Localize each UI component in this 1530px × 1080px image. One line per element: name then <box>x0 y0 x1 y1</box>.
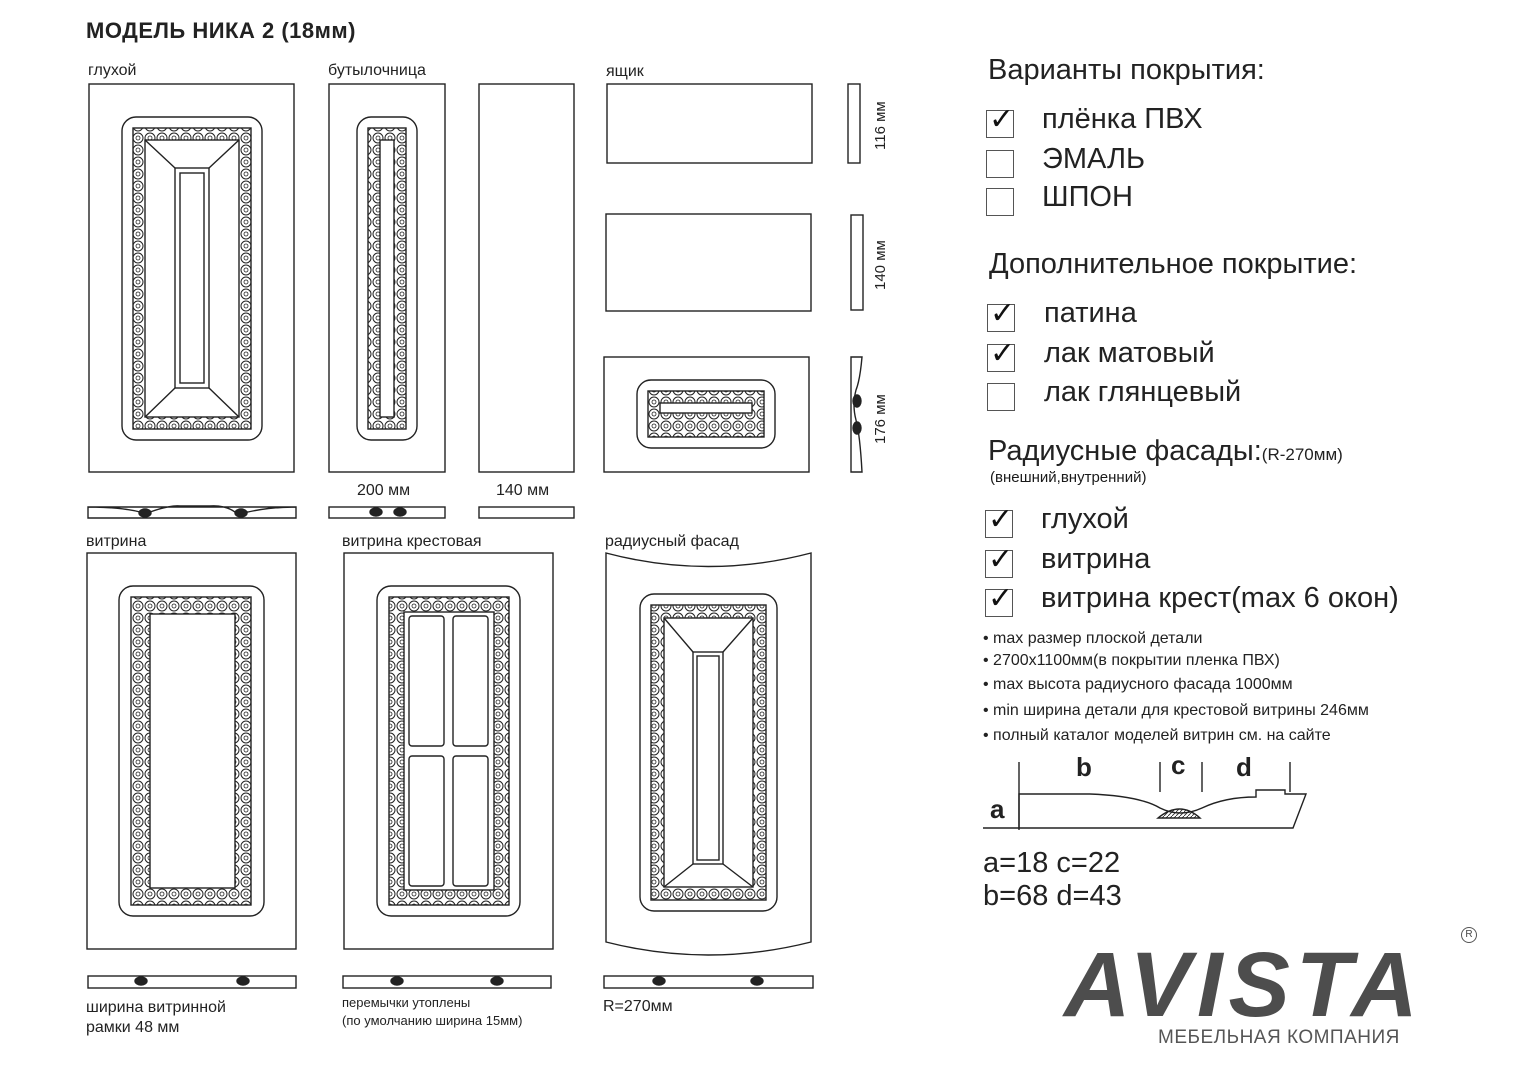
formula-line2: b=68 d=43 <box>983 880 1122 912</box>
note-text: 2700х1100мм(в покрытии пленка ПВХ) <box>993 652 1280 669</box>
bullet-icon: • <box>983 727 994 744</box>
option-label-radius-1: витрина <box>1041 543 1151 575</box>
option-label-coating-2: ШПОН <box>1042 181 1133 213</box>
label-gluhoy: глухой <box>88 62 137 79</box>
note-vitrina-line1: ширина витринной <box>86 999 226 1016</box>
drawing-drawer-176 <box>603 356 810 473</box>
checkbox-coating-1[interactable] <box>986 150 1014 178</box>
avista-logo: AVISTA <box>1064 935 1424 1035</box>
check-icon: ✓ <box>988 542 1014 577</box>
note-radius: R=270мм <box>603 998 673 1015</box>
checkbox-radius-1[interactable]: ✓ <box>985 545 1013 578</box>
checkbox-radius-0[interactable]: ✓ <box>985 505 1013 538</box>
bullet-icon: • <box>983 676 994 693</box>
radius-heading: Радиусные фасады:(R-270мм) <box>988 435 1343 468</box>
note-vitrina-line2: рамки 48 мм <box>86 1019 180 1036</box>
profile-drawer-116 <box>847 83 861 164</box>
check-icon: ✓ <box>989 102 1015 137</box>
check-icon: ✓ <box>990 336 1016 371</box>
note-krest-line1: перемычки утоплены <box>342 995 471 1010</box>
bullet-icon: • <box>983 652 994 669</box>
label-yaschik: ящик <box>606 63 644 80</box>
bullet-icon: • <box>983 630 994 647</box>
label-radius-fasad: радиусный фасад <box>605 533 739 550</box>
note-item: • max высота радиусного фасада 1000мм <box>983 676 1293 694</box>
profile-gluhoy <box>87 505 297 519</box>
drawing-vitrina <box>86 552 297 950</box>
profile-vitrina <box>87 975 297 989</box>
note-text: min ширина детали для крестовой витрины … <box>993 702 1369 719</box>
option-label-radius-0: глухой <box>1041 503 1129 535</box>
coating-heading: Варианты покрытия: <box>988 54 1265 86</box>
profile-letter-c: c <box>1171 750 1186 780</box>
note-item: • min ширина детали для крестовой витрин… <box>983 702 1369 720</box>
option-label-extra-2: лак глянцевый <box>1044 376 1242 408</box>
radius-subheading: (внешний,внутренний) <box>990 469 1147 486</box>
label-vitrina-krest: витрина крестовая <box>342 533 482 550</box>
logo-subtitle: МЕБЕЛЬНАЯ КОМПАНИЯ <box>1158 1027 1400 1048</box>
note-item: • полный каталог моделей витрин см. на с… <box>983 727 1331 745</box>
note-text: полный каталог моделей витрин см. на сай… <box>993 727 1331 744</box>
drawing-vitrina-krest <box>343 552 554 950</box>
radius-heading-text: Радиусные фасады: <box>988 435 1262 467</box>
page-title: МОДЕЛЬ НИКА 2 (18мм) <box>86 18 357 43</box>
note-text: max высота радиусного фасада 1000мм <box>993 676 1293 693</box>
radius-heading-suffix: (R-270мм) <box>1261 445 1343 464</box>
drawing-gluhoy <box>88 83 295 473</box>
profile-drawer-176 <box>850 356 863 473</box>
label-butylochnitsa: бутылочница <box>328 62 426 79</box>
drawing-drawer-116 <box>606 83 813 164</box>
extra-coating-heading: Дополнительное покрытие: <box>989 248 1358 280</box>
profile-butylochnitsa <box>328 506 446 519</box>
dimension-140: 140 мм <box>496 482 550 499</box>
note-text: max размер плоской детали <box>993 630 1203 647</box>
checkbox-coating-0[interactable]: ✓ <box>986 105 1014 138</box>
drawing-plain-140 <box>478 83 575 473</box>
checkbox-extra-0[interactable]: ✓ <box>987 299 1015 332</box>
logo-wordmark: AVISTA <box>1064 934 1424 1036</box>
profile-plain-140 <box>478 506 575 519</box>
option-label-extra-1: лак матовый <box>1044 337 1215 369</box>
profile-letter-a: a <box>990 794 1005 824</box>
checkbox-coating-2[interactable] <box>986 188 1014 216</box>
label-vitrina: витрина <box>86 533 147 550</box>
drawing-radius-fasad <box>605 552 812 956</box>
formula-line1: a=18 c=22 <box>983 847 1121 879</box>
profile-letter-d: d <box>1236 752 1252 782</box>
option-label-radius-2: витрина крест(max 6 окон) <box>1041 582 1399 614</box>
check-icon: ✓ <box>990 296 1016 331</box>
profile-drawer-140 <box>850 214 864 311</box>
option-label-coating-0: плёнка ПВХ <box>1042 103 1203 135</box>
drawing-drawer-140 <box>605 213 812 312</box>
check-icon: ✓ <box>988 581 1014 616</box>
profile-radius-fasad <box>603 975 814 989</box>
bullet-icon: • <box>983 702 994 719</box>
checkbox-radius-2[interactable]: ✓ <box>985 584 1013 617</box>
registered-mark: R <box>1461 927 1477 943</box>
drawing-butylochnitsa <box>328 83 446 473</box>
option-label-coating-1: ЭМАЛЬ <box>1042 143 1146 175</box>
checkbox-extra-1[interactable]: ✓ <box>987 339 1015 372</box>
option-label-extra-0: патина <box>1044 297 1137 329</box>
profile-letter-b: b <box>1076 752 1092 782</box>
profile-section-diagram <box>983 762 1308 830</box>
note-item: • 2700х1100мм(в покрытии пленка ПВХ) <box>983 652 1280 670</box>
profile-vitrina-krest <box>342 975 552 989</box>
checkbox-extra-2[interactable] <box>987 383 1015 411</box>
note-item: • max размер плоской детали <box>983 630 1202 648</box>
dimension-200: 200 мм <box>357 482 411 499</box>
note-krest-line2: (по умолчанию ширина 15мм) <box>342 1013 523 1028</box>
check-icon: ✓ <box>988 502 1014 537</box>
